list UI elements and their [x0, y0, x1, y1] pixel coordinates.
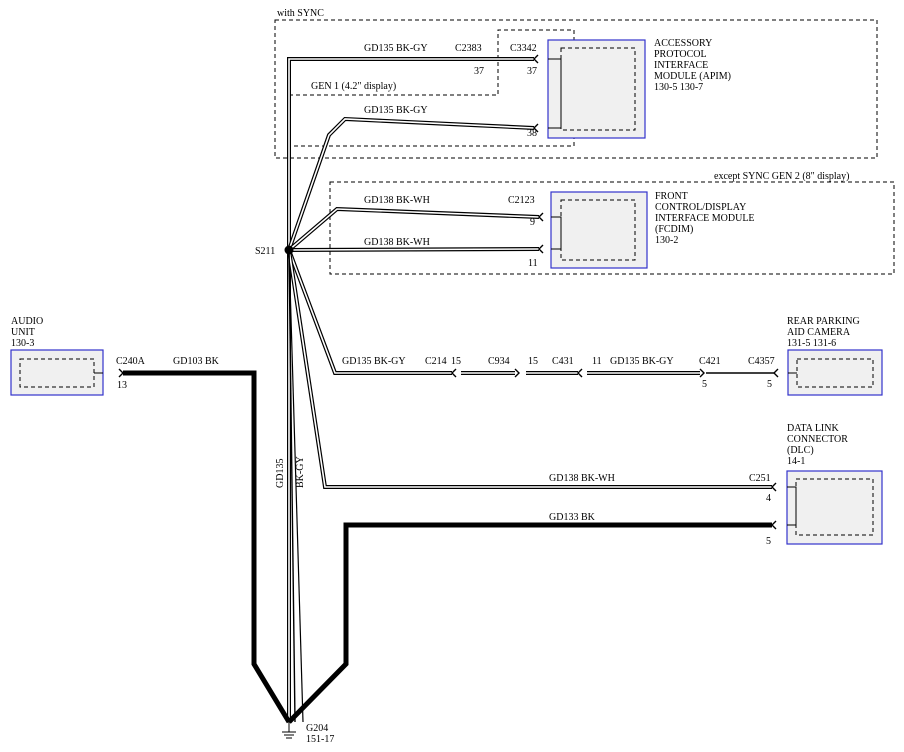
fcdim-bottom-pin: 11 [528, 258, 538, 269]
dlc-label-3: 14-1 [787, 456, 805, 467]
dlc-top-pin: 4 [766, 493, 771, 504]
c2383-label: C2383 [455, 43, 482, 54]
wire-fcdim-top-inner [288, 208, 540, 251]
apim-top-wire-label: GD135 BK-GY [364, 43, 428, 54]
except-sync-region [329, 181, 895, 275]
c934-label: C934 [488, 356, 510, 367]
c3342-pin: 37 [527, 66, 537, 77]
camera-wire-label-1: GD135 BK-GY [342, 356, 406, 367]
fcdim-label-0: FRONT [655, 191, 688, 202]
fcdim-label-1: CONTROL/DISPLAY [655, 202, 746, 213]
camera-pin: 5 [767, 379, 772, 390]
audio-unit-module[interactable] [10, 349, 104, 396]
wire-audio-ground [123, 370, 292, 724]
apim-label-4: 130-5 130-7 [654, 82, 703, 93]
apim-label-0: ACCESSORY [654, 38, 712, 49]
gen1-region [289, 29, 575, 147]
splice-s211-label: S211 [255, 246, 275, 257]
wire-apim-top-inner [288, 58, 534, 722]
except-sync-label: except SYNC GEN 2 (8" display) [714, 171, 849, 182]
c4357-label: C4357 [748, 356, 775, 367]
dlc-top-wire-label: GD138 BK-WH [549, 473, 615, 484]
audio-label-1: UNIT [11, 327, 35, 338]
fcdim-label-4: 130-2 [655, 235, 678, 246]
audio-wire-label: GD103 BK [173, 356, 220, 367]
c2123-label: C2123 [508, 195, 535, 206]
with-sync-label: with SYNC [277, 8, 324, 19]
fcdim-module[interactable] [550, 191, 648, 269]
vertical-bkgy-label: BK-GY [295, 456, 306, 488]
ground-symbol-icon[interactable] [282, 722, 296, 739]
camera-label-2: 131-5 131-6 [787, 338, 836, 349]
dlc-label-1: CONNECTOR [787, 434, 848, 445]
dlc-label-2: (DLC) [787, 445, 814, 456]
c431-label: C431 [552, 356, 574, 367]
fcdim-top-pin: 9 [530, 217, 535, 228]
gen1-label: GEN 1 (4.2" display) [311, 81, 396, 92]
c421-pin: 5 [702, 379, 707, 390]
apim-label-1: PROTOCOL [654, 49, 707, 60]
c934-pin: 15 [528, 356, 538, 367]
wire-dlc-top-inner [288, 249, 772, 488]
wire-dlc-ground [287, 522, 772, 724]
apim-pin-stubs [548, 58, 562, 129]
audio-label-2: 130-3 [11, 338, 34, 349]
apim-module[interactable] [547, 39, 646, 139]
audio-label-0: AUDIO [11, 316, 43, 327]
c240a-label: C240A [116, 356, 146, 367]
wire-apim-bottom-outer [287, 116, 535, 251]
wire-camera-run1-inner [288, 249, 452, 374]
apim-label-2: INTERFACE [654, 60, 708, 71]
wire-camera-run1-outer [287, 249, 452, 375]
c2383-pin: 37 [474, 66, 484, 77]
wire-fcdim-bottom-inner [288, 248, 540, 251]
camera-label-1: AID CAMERA [787, 327, 851, 338]
dlc-pin-stubs [787, 486, 797, 526]
wire-harness [123, 57, 774, 724]
c431-pin: 11 [592, 356, 602, 367]
dlc-bottom-pin: 5 [766, 536, 771, 547]
wire-fan-1 [288, 249, 296, 723]
vertical-gd135-label: GD135 [275, 459, 286, 488]
c3342-label: C3342 [510, 43, 537, 54]
apim-bottom-wire-label: GD135 BK-GY [364, 105, 428, 116]
c214-label: C214 [425, 356, 447, 367]
fcdim-pin-stubs [551, 216, 562, 250]
dlc-module[interactable] [786, 470, 883, 545]
wire-fan-2 [288, 249, 304, 723]
dlc-bottom-wire-label: GD133 BK [549, 512, 596, 523]
wire-dlc-top-outer [287, 249, 772, 489]
c214-pin: 15 [451, 356, 461, 367]
camera-wire-label-2: GD135 BK-GY [610, 356, 674, 367]
c251-label: C251 [749, 473, 771, 484]
apim-label-3: MODULE (APIM) [654, 71, 731, 82]
fcdim-label-3: (FCDIM) [655, 224, 693, 235]
c421-label: C421 [699, 356, 721, 367]
fcdim-bottom-wire-label: GD138 BK-WH [364, 237, 430, 248]
dlc-label-0: DATA LINK [787, 423, 839, 434]
fcdim-label-2: INTERFACE MODULE [655, 213, 755, 224]
fcdim-top-wire-label: GD138 BK-WH [364, 195, 430, 206]
apim-bottom-pin: 38 [527, 128, 537, 139]
wire-apim-bottom-inner [288, 118, 535, 251]
with-sync-region [274, 19, 878, 159]
rear-camera-module[interactable] [787, 349, 883, 396]
camera-label-0: REAR PARKING [787, 316, 860, 327]
ground-ref: 151-17 [306, 734, 334, 745]
connector-arrows [118, 54, 779, 530]
audio-pin: 13 [117, 380, 127, 391]
ground-name: G204 [306, 723, 328, 734]
splice-s211-node[interactable] [284, 245, 294, 255]
